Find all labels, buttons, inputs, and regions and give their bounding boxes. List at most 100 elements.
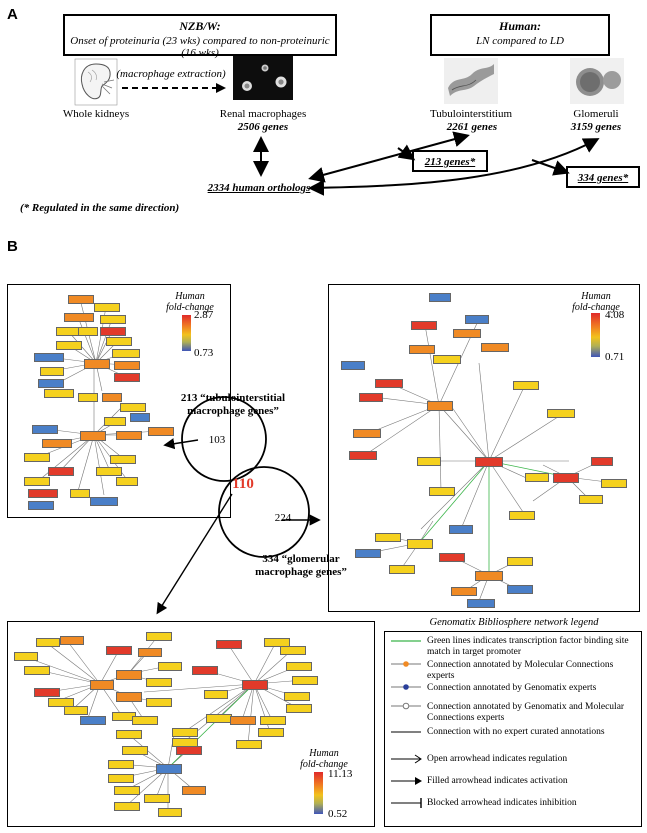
gene-node-ckb <box>144 794 170 803</box>
gene-node-c1qb <box>591 457 613 466</box>
gene-node-cfb <box>284 692 310 701</box>
panel-b-label: B <box>7 238 18 255</box>
genes-213-box: 213 genes* <box>412 150 488 172</box>
legend-text-open-arrow: Open arrowhead indicates regulation <box>427 754 568 764</box>
legend-text-filled-arrow: Filled arrowhead indicates activation <box>427 776 568 786</box>
right-scale-max: 4.08 <box>605 309 625 321</box>
gene-node-cst3 <box>78 393 98 402</box>
network-legend-box: Green lines indicates transcription fact… <box>384 631 642 827</box>
gene-node-pycard <box>146 632 172 641</box>
legend-title: Genomatix Bibliosphere network legend <box>429 617 599 628</box>
nzbw-title: NZB/W: <box>179 19 221 33</box>
gene-node-ampd3 <box>110 455 136 464</box>
gene-node-cyp1b1 <box>44 389 74 398</box>
gene-node-cd74 <box>449 525 473 534</box>
gene-node-apobec3g <box>146 678 172 687</box>
gene-node-psmb9-b <box>156 764 182 774</box>
gene-node-cd163 <box>216 640 242 649</box>
legend-text-green-lines: Green lines indicates transcription fact… <box>427 636 629 657</box>
gene-node-cd63 <box>70 489 90 498</box>
tubulointerstitium-label: Tubulointerstitium <box>429 108 513 120</box>
gene-node-bub1b <box>433 355 461 364</box>
gene-node-slamf8 <box>116 730 142 739</box>
gene-node-cd38 <box>24 666 50 675</box>
filled-arrowhead-symbol <box>415 777 422 785</box>
bottom-scale-title-line1: Human <box>309 748 339 759</box>
gene-node-adam8 <box>106 337 132 346</box>
gene-node-gpr126 <box>114 373 140 382</box>
gene-node-tlr2 <box>14 652 38 661</box>
gene-node-pltp <box>24 477 50 486</box>
gene-node-irf8 <box>389 565 415 574</box>
bottom-scale-max: 11.13 <box>328 768 353 780</box>
gene-node-nupr1 <box>100 315 126 324</box>
venn-circle-tubulointerstitial <box>181 396 267 482</box>
gene-node-hist1h1c <box>64 313 94 322</box>
right-fold-change-scale <box>591 313 600 357</box>
gene-node-itgb2 <box>451 587 477 596</box>
gene-node-txndc5 <box>114 361 140 370</box>
human-orthologs-label: 2334 human orthologs <box>207 182 311 194</box>
gene-node-ctss <box>579 495 603 504</box>
overlap-network-panel: Human fold-change 11.13 0.52 <box>7 621 375 827</box>
legend-text-genomatix: Connection annotated by Genomatix expert… <box>427 683 597 693</box>
gene-node-cd9 <box>80 431 106 441</box>
footnote: (* Regulated in the same direction) <box>20 202 180 214</box>
tubulointerstitial-network-panel: Human fold-change 2.87 0.73 <box>7 284 231 518</box>
grey-dot-symbol <box>402 702 410 710</box>
gene-node-tspan4 <box>24 453 50 462</box>
gene-node-msr1 <box>132 716 158 725</box>
gene-node-anxa4 <box>122 746 148 755</box>
gene-node-fcgr3a <box>475 457 503 467</box>
gene-node-samb9 <box>94 303 120 312</box>
gene-node-cldn3 <box>90 497 118 506</box>
gene-node-cd97 <box>172 728 198 737</box>
gene-node-ccl4 <box>146 698 172 707</box>
gene-node-cd14 <box>525 473 549 482</box>
gene-node-stat1 <box>439 553 465 562</box>
gene-node-tymp <box>204 690 228 699</box>
gene-node-lyz <box>429 487 455 496</box>
gene-node-ctss-b <box>90 680 114 690</box>
venn-overlap-count: 110 <box>232 476 254 492</box>
gene-node-cd68 <box>116 670 142 680</box>
venn-right-only-count: 224 <box>274 512 292 524</box>
gene-node-c1qc <box>601 479 627 488</box>
extraction-arrow <box>122 83 226 93</box>
genes-334-box: 334 genes* <box>566 166 640 188</box>
tubulointerstitium-genes-count: 2261 genes <box>446 121 498 133</box>
gene-node-ccna2 <box>411 321 437 330</box>
right-scale-title-line1: Human <box>581 291 611 302</box>
bottom-scale-title: Human fold-change <box>290 748 358 770</box>
tubulointerstitium-photo <box>444 58 498 104</box>
panel-a-arrows <box>253 131 600 196</box>
gene-node-lgmn <box>32 425 58 434</box>
gene-node-cenpf <box>513 381 539 390</box>
gene-node-kif20a <box>481 343 509 352</box>
genes-334-label: 334 genes* <box>577 172 629 184</box>
gene-node-hla-dmb <box>206 714 232 723</box>
left-scale-max: 2.87 <box>194 309 214 321</box>
gene-node-aurkb <box>547 409 575 418</box>
gene-node-lipg <box>116 477 138 486</box>
gene-node-casp1 <box>507 557 533 566</box>
gene-node-mx1 <box>182 786 206 795</box>
gene-node-oas1 <box>230 716 256 725</box>
gene-node-scpep1 <box>42 439 72 448</box>
human-subtitle: LN compared to LD <box>476 35 564 47</box>
gene-node-ttk <box>353 429 381 438</box>
gene-node-nfkb1 <box>84 359 110 369</box>
gene-node-asns <box>114 802 140 811</box>
gene-node-lcp2 <box>286 662 312 671</box>
left-fold-change-scale <box>182 315 191 351</box>
glomeruli-photo <box>570 58 624 104</box>
glomeruli-label: Glomeruli <box>573 108 619 120</box>
gene-node-ccnb1 <box>453 329 481 338</box>
gene-node-tk1 <box>465 315 489 324</box>
gene-node-ncf4 <box>106 646 132 655</box>
venn-left-title-line2: macrophage genes” <box>187 405 279 417</box>
renal-genes-count: 2506 genes <box>237 121 289 133</box>
gene-node-lgals3 <box>407 539 433 549</box>
gene-node-tspo <box>78 327 98 336</box>
